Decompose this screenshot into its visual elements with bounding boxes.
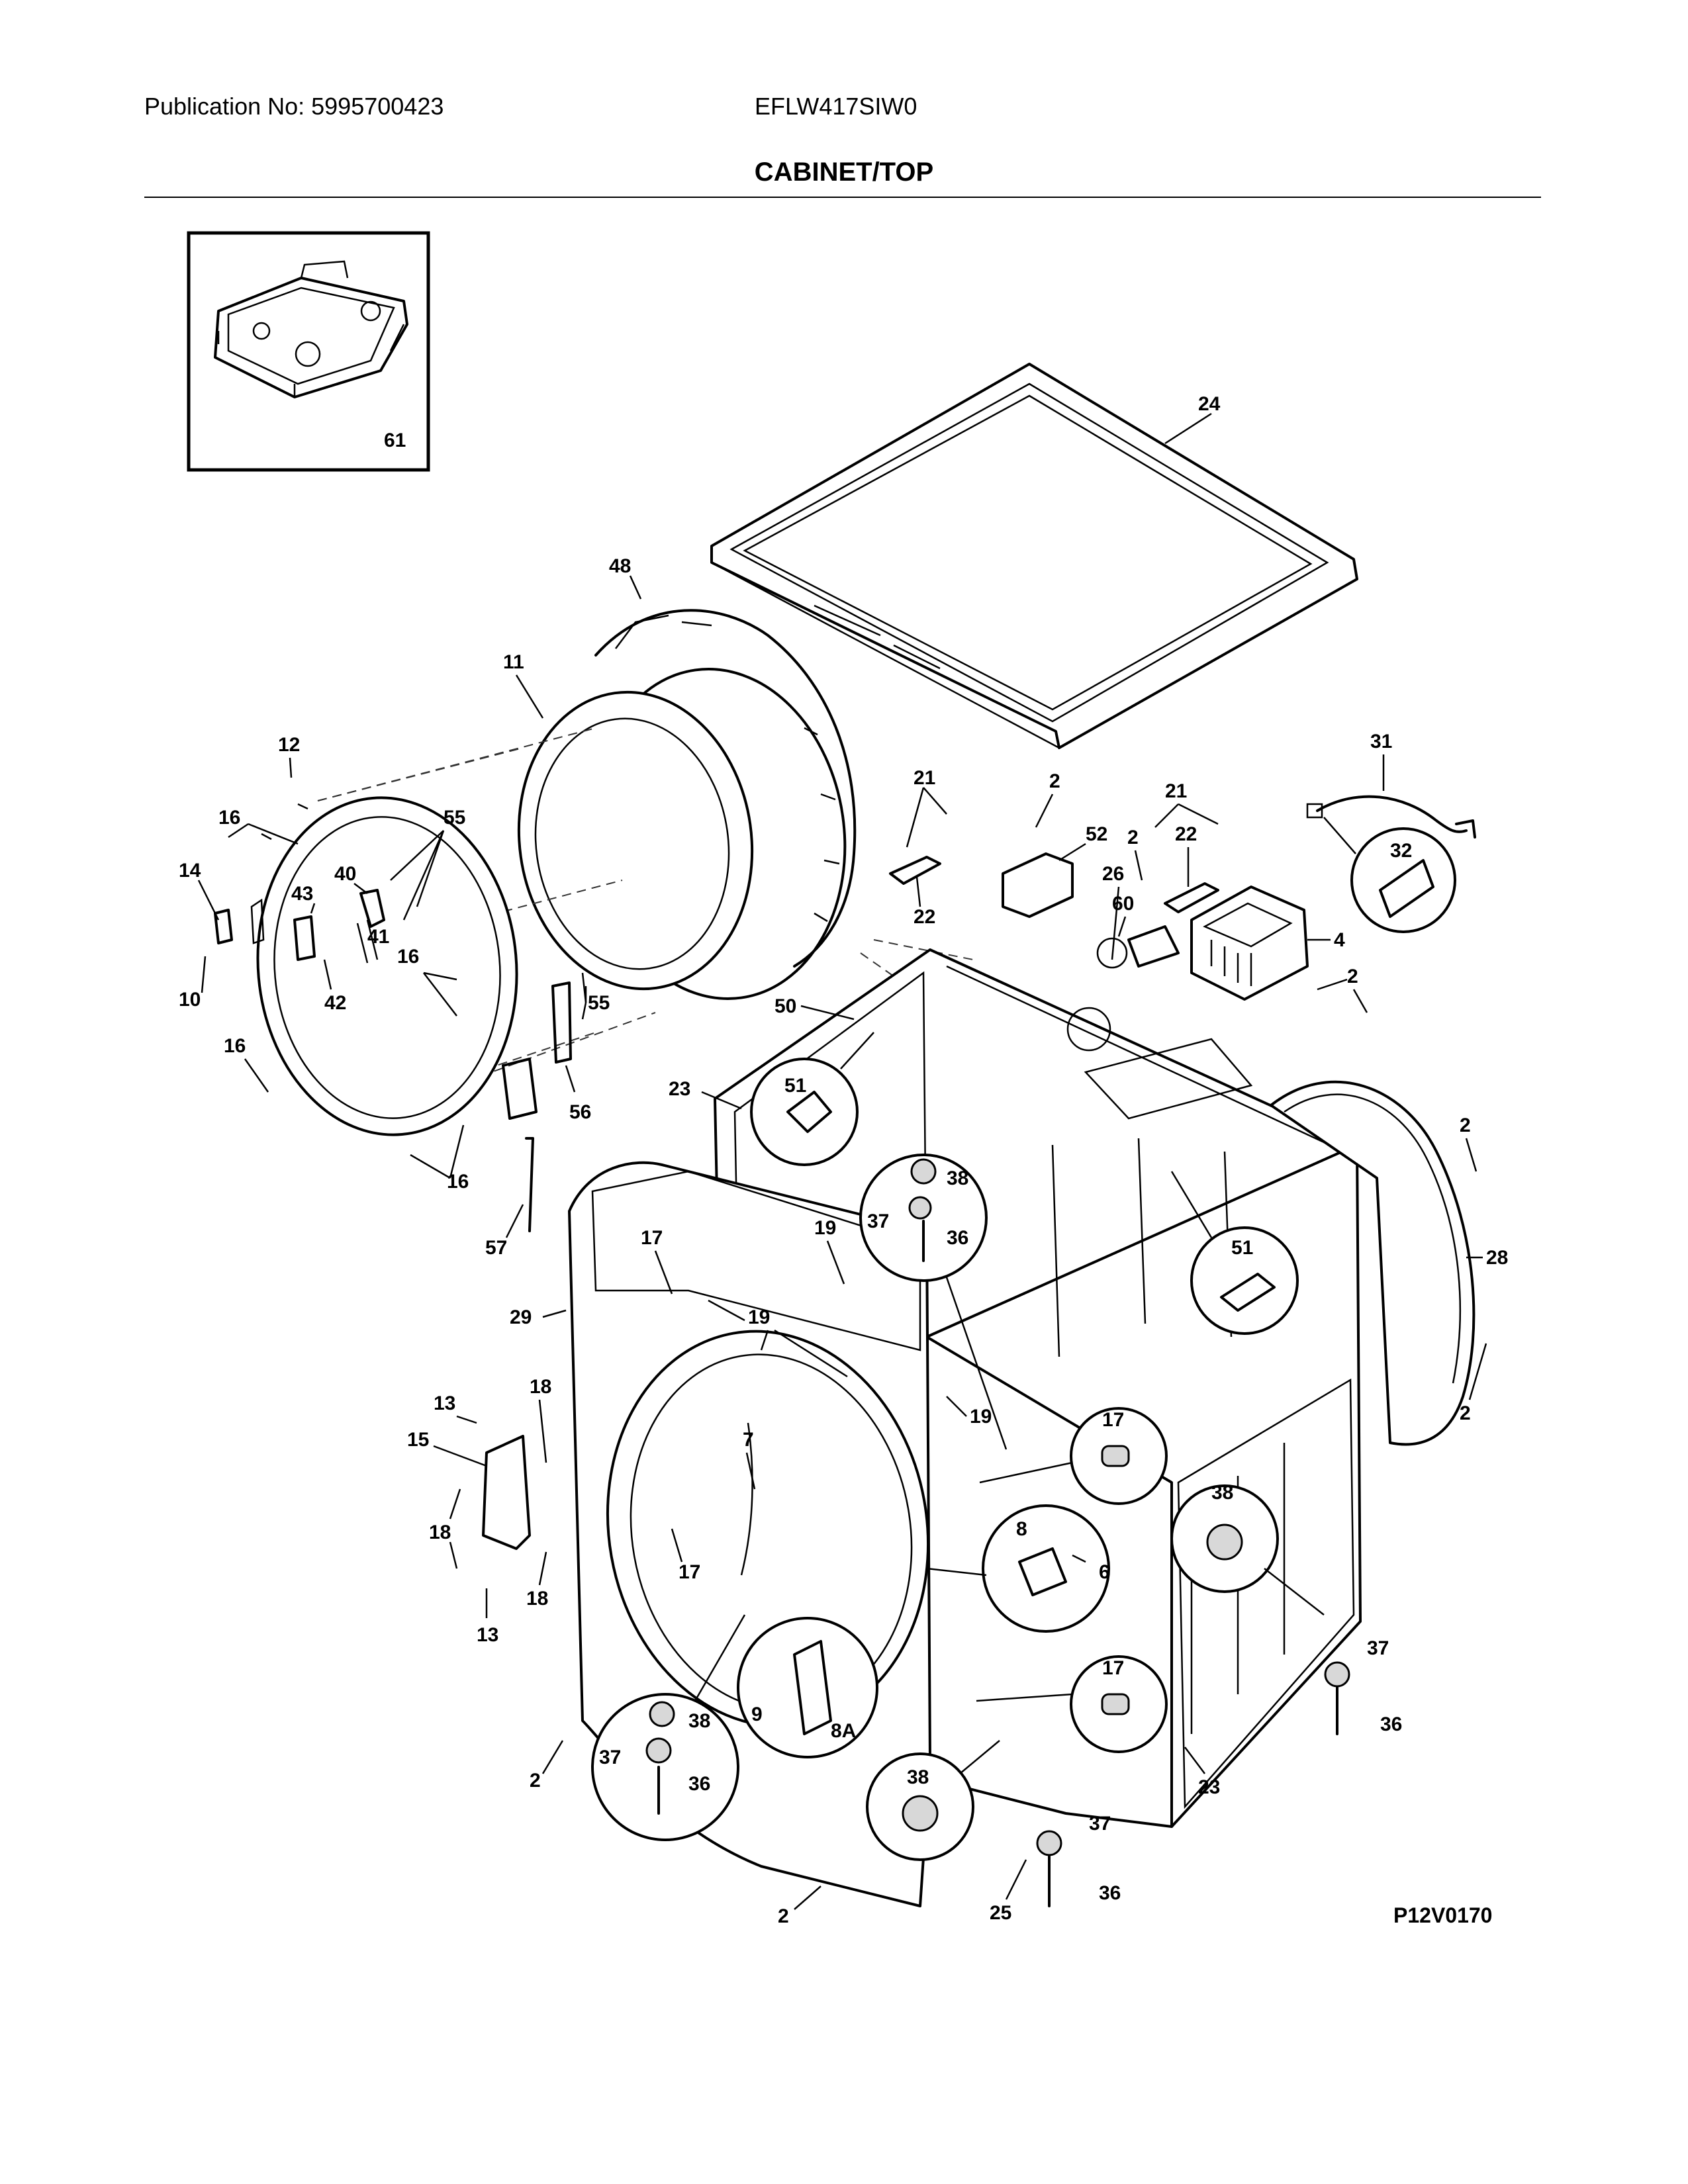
callout-18-c: 18 bbox=[526, 1588, 548, 1610]
callout-36-a: 36 bbox=[947, 1227, 968, 1249]
callout-2-g: 2 bbox=[778, 1905, 789, 1927]
callout-9: 9 bbox=[751, 1704, 763, 1725]
top-panel-24: 24 bbox=[710, 363, 1358, 749]
callout-32: 32 bbox=[1390, 840, 1412, 862]
callout-57: 57 bbox=[485, 1237, 507, 1259]
callout-37-d: 37 bbox=[1089, 1813, 1111, 1835]
callout-28: 28 bbox=[1486, 1247, 1508, 1269]
callout-36-c: 36 bbox=[1380, 1713, 1402, 1735]
callout-42: 42 bbox=[324, 992, 346, 1014]
callout-23-a: 23 bbox=[669, 1078, 690, 1100]
callout-12: 12 bbox=[278, 734, 300, 756]
figure-code: P12V0170 bbox=[1393, 1903, 1492, 1927]
callout-21-b: 21 bbox=[1165, 780, 1187, 802]
callout-51-a: 51 bbox=[784, 1075, 806, 1097]
callout-16-a: 16 bbox=[218, 807, 240, 829]
callout-23-b: 23 bbox=[1198, 1776, 1220, 1798]
callout-56: 56 bbox=[569, 1101, 591, 1123]
inset-part-61: 61 bbox=[187, 231, 430, 472]
callout-13-a: 13 bbox=[434, 1392, 455, 1414]
callout-25: 25 bbox=[990, 1902, 1011, 1924]
callout-16-c: 16 bbox=[224, 1035, 246, 1057]
callout-17-a: 17 bbox=[641, 1227, 663, 1249]
callout-16-b: 16 bbox=[397, 946, 419, 968]
callout-37-a: 37 bbox=[867, 1210, 889, 1232]
callout-38-b: 38 bbox=[1211, 1482, 1233, 1504]
callout-48: 48 bbox=[609, 555, 631, 577]
callout-61: 61 bbox=[384, 430, 406, 451]
callout-36-d: 36 bbox=[1099, 1882, 1121, 1904]
door-ring-12: 12 16 16 16 16 43 40 41 42 55 55 bbox=[179, 734, 610, 1259]
page-title: CABINET/TOP bbox=[754, 158, 934, 187]
callout-55-b: 55 bbox=[588, 992, 610, 1014]
callout-26: 26 bbox=[1102, 863, 1124, 885]
callout-2-f: 2 bbox=[530, 1770, 541, 1792]
callout-17-d: 17 bbox=[1102, 1657, 1124, 1679]
callout-11: 11 bbox=[503, 651, 524, 673]
callout-2-c: 2 bbox=[1347, 966, 1358, 987]
callout-22-b: 22 bbox=[1175, 823, 1197, 845]
callout-4: 4 bbox=[1334, 929, 1345, 951]
callout-36-b: 36 bbox=[688, 1773, 710, 1795]
callout-24: 24 bbox=[1198, 393, 1221, 415]
callout-8A: 8A bbox=[831, 1720, 856, 1742]
small-parts-upper: 31 32 21 22 2 52 2 60 21 22 bbox=[889, 731, 1476, 1013]
callout-55-a: 55 bbox=[444, 807, 465, 829]
callout-17-c: 17 bbox=[1102, 1409, 1124, 1431]
callout-43: 43 bbox=[291, 883, 313, 905]
door-assembly-48-11: 48 11 bbox=[503, 555, 857, 1000]
callout-38-d: 38 bbox=[907, 1766, 929, 1788]
callout-8: 8 bbox=[1016, 1518, 1027, 1540]
callout-6: 6 bbox=[1099, 1561, 1110, 1583]
callout-2-b: 2 bbox=[1127, 827, 1139, 848]
callout-37-b: 37 bbox=[599, 1747, 621, 1768]
callout-2-a: 2 bbox=[1049, 770, 1060, 792]
callout-60: 60 bbox=[1112, 893, 1134, 915]
callout-50: 50 bbox=[774, 995, 796, 1017]
callout-22-a: 22 bbox=[914, 906, 935, 928]
callout-18-a: 18 bbox=[530, 1376, 551, 1398]
callout-10: 10 bbox=[179, 989, 201, 1011]
callout-40: 40 bbox=[334, 863, 356, 885]
callout-29: 29 bbox=[510, 1306, 532, 1328]
callout-19-c: 19 bbox=[970, 1406, 992, 1428]
callout-2-d: 2 bbox=[1460, 1115, 1471, 1136]
callout-38-a: 38 bbox=[947, 1167, 968, 1189]
callout-17-b: 17 bbox=[679, 1561, 700, 1583]
callout-19-b: 19 bbox=[814, 1217, 836, 1239]
model-number: EFLW417SIW0 bbox=[755, 93, 917, 120]
callout-13-b: 13 bbox=[477, 1624, 498, 1646]
callout-19-a: 19 bbox=[748, 1306, 770, 1328]
rear-panel-28: 28 2 2 bbox=[1270, 1080, 1508, 1446]
callout-2-e: 2 bbox=[1460, 1402, 1471, 1424]
detail-bubbles: 51 51 38 37 36 17 17 8 6 38 bbox=[591, 1032, 1402, 1907]
callout-7: 7 bbox=[743, 1429, 754, 1451]
callout-31: 31 bbox=[1370, 731, 1392, 752]
callout-52: 52 bbox=[1086, 823, 1107, 845]
callout-18-b: 18 bbox=[429, 1522, 451, 1543]
header-divider bbox=[144, 197, 1541, 198]
callout-14: 14 bbox=[179, 860, 201, 882]
callout-51-b: 51 bbox=[1231, 1237, 1253, 1259]
publication-number: Publication No: 5995700423 bbox=[144, 93, 444, 120]
callout-38-c: 38 bbox=[688, 1710, 710, 1732]
callout-37-c: 37 bbox=[1367, 1637, 1389, 1659]
callout-21-a: 21 bbox=[914, 767, 935, 789]
callout-16-d: 16 bbox=[447, 1171, 469, 1193]
callout-41: 41 bbox=[367, 926, 389, 948]
callout-15: 15 bbox=[407, 1429, 429, 1451]
